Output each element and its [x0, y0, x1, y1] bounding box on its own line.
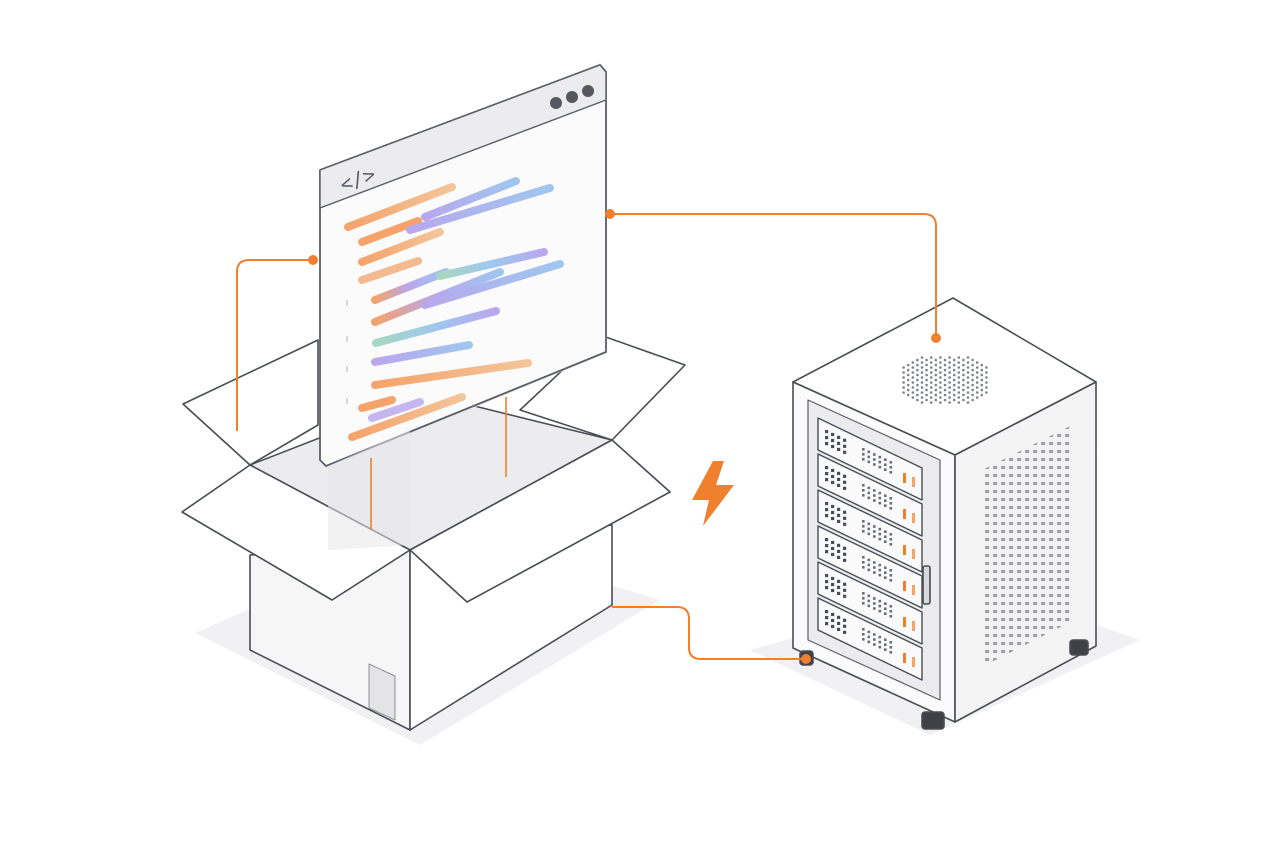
rack-foot-left: [921, 711, 945, 730]
server-unit: [817, 453, 923, 537]
server-unit: [817, 597, 923, 681]
server-unit: [817, 489, 923, 573]
rack-side-vent: [982, 426, 1070, 667]
connector-window-left: [236, 259, 314, 431]
server-units: [817, 417, 923, 681]
box-label: [368, 663, 396, 721]
code-window: </>: [319, 63, 607, 468]
code-window-titlebar: [319, 64, 607, 209]
window-dots: [550, 85, 594, 109]
rack-foot-right: [1069, 639, 1089, 656]
lightning-icon: [692, 461, 734, 526]
server-unit: [817, 561, 923, 645]
window-projection: [328, 430, 410, 550]
connector-window-to-rack: [610, 213, 937, 338]
server-unit: [817, 525, 923, 609]
server-unit: [817, 417, 923, 501]
rack-door-handle: [922, 565, 931, 605]
code-lines: [344, 177, 564, 441]
connector-nodes: [308, 209, 941, 664]
connectors: [236, 213, 937, 660]
box-front-right-flap: [409, 439, 671, 603]
box-icon: [181, 334, 686, 731]
connector-box-to-rack: [612, 606, 806, 660]
rack-top-vent: [902, 356, 988, 404]
box-back-left-flap: [182, 339, 319, 466]
